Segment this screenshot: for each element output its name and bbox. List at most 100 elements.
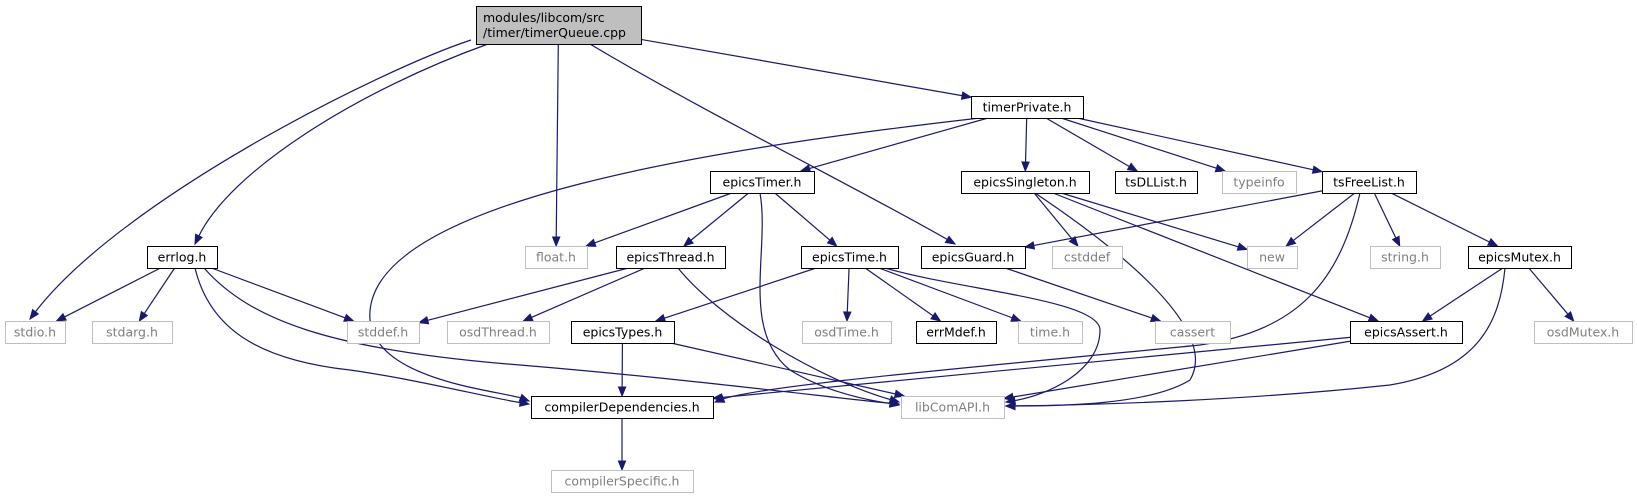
node-epicsTime[interactable]: epicsTime.h <box>801 246 899 269</box>
node-stddef: stddef.h <box>347 321 420 344</box>
node-osdMutex: osdMutex.h <box>1534 321 1633 344</box>
edge-epicsMutex-to-epicsAssert <box>1428 267 1504 318</box>
arrowhead-tsFreeList-to-epicsMutex <box>1486 237 1499 247</box>
node-box-errMdef <box>916 321 997 344</box>
node-stdarg: stdarg.h <box>92 321 173 344</box>
node-label-errMdef: errMdef.h <box>926 325 986 340</box>
node-timerPrivate[interactable]: timerPrivate.h <box>971 96 1084 119</box>
arrowhead-root-to-stdio <box>29 308 40 321</box>
node-errlog[interactable]: errlog.h <box>147 246 218 269</box>
edge-root-to-timerPrivate <box>640 38 965 97</box>
arrowhead-epicsTime-to-errMdef <box>930 311 942 322</box>
edge-tsFreeList-to-epicsGuard <box>1031 190 1323 247</box>
edge-epicsTime-to-epicsTypes <box>662 267 817 320</box>
edge-epicsTypes-to-libComAPI <box>670 342 898 395</box>
node-label-new: new <box>1259 250 1285 265</box>
node-cassert: cassert <box>1155 321 1231 344</box>
edge-epicsThread-to-osdThread <box>529 267 646 319</box>
edge-epicsAssert-to-libComAPI <box>1010 340 1351 398</box>
node-epicsAssert[interactable]: epicsAssert.h <box>1350 321 1463 344</box>
arrowhead-timerPrivate-to-tsFreeList <box>1311 165 1324 174</box>
node-box-osdThread <box>447 321 550 344</box>
node-label-time: time.h <box>1030 325 1070 340</box>
node-box-epicsTime <box>801 246 899 269</box>
node-box-libComAPI <box>901 396 1005 419</box>
edge-epicsTimer-to-epicsThread <box>688 192 749 243</box>
node-label-cassert: cassert <box>1170 325 1215 340</box>
arrowhead-epicsAssert-to-compilerDependencies <box>711 393 723 402</box>
arrowhead-timerPrivate-to-typeinfo <box>1214 163 1227 173</box>
node-box-stdarg <box>92 321 173 344</box>
arrowhead-tsFreeList-to-new <box>1285 236 1297 247</box>
node-osdTime: osdTime.h <box>802 321 892 344</box>
edge-tsFreeList-to-epicsMutex <box>1390 192 1492 244</box>
node-box-epicsSingleton <box>961 171 1090 194</box>
arrowhead-errlog-to-stdarg <box>138 310 149 323</box>
node-label-root-line-1: /timer/timerQueue.cpp <box>483 25 626 40</box>
arrowhead-epicsAssert-to-libComAPI <box>1002 392 1015 402</box>
arrowhead-compilerDependencies-to-compilerSpecific <box>617 460 627 472</box>
node-string: string.h <box>1370 246 1441 269</box>
node-box-cstddef <box>1052 246 1123 269</box>
node-box-tsDLList <box>1115 171 1198 194</box>
arrowhead-timerPrivate-to-epicsSingleton <box>1021 161 1030 173</box>
arrowhead-epicsThread-to-stddef <box>417 316 430 325</box>
node-epicsTypes[interactable]: epicsTypes.h <box>571 321 675 344</box>
edge-epicsTimer-to-float <box>592 192 732 245</box>
node-box-string <box>1370 246 1441 269</box>
edge-timerPrivate-to-epicsTimer <box>807 117 989 170</box>
arrowhead-epicsTimer-to-epicsTime <box>826 236 838 247</box>
node-epicsThread[interactable]: epicsThread.h <box>616 246 726 269</box>
edge-epicsThread-to-stddef <box>425 267 629 322</box>
arrowhead-tsFreeList-to-string <box>1391 235 1401 248</box>
node-tsFreeList[interactable]: tsFreeList.h <box>1322 171 1417 194</box>
node-label-string: string.h <box>1381 250 1429 265</box>
node-box-epicsGuard <box>921 246 1026 269</box>
node-label-float: float.h <box>536 250 576 265</box>
arrowhead-epicsMutex-to-libComAPI <box>1004 401 1016 411</box>
arrowhead-epicsTime-to-osdTime <box>842 311 852 323</box>
edge-errlog-to-libComAPI <box>203 267 893 404</box>
node-label-root-line-0: modules/libcom/src <box>483 10 605 25</box>
edge-epicsTimer-to-epicsTime <box>774 192 832 242</box>
node-box-cassert <box>1155 321 1231 344</box>
edge-epicsGuard-to-cassert <box>1004 267 1154 320</box>
node-box-osdTime <box>802 321 892 344</box>
node-epicsSingleton[interactable]: epicsSingleton.h <box>961 171 1090 194</box>
node-compilerDependencies[interactable]: compilerDependencies.h <box>531 396 714 419</box>
arrowhead-epicsTime-to-epicsTypes <box>654 313 667 323</box>
edge-timerPrivate-to-compilerDependencies <box>369 117 981 400</box>
node-box-float <box>525 246 588 269</box>
node-label-epicsTypes: epicsTypes.h <box>583 325 663 340</box>
edge-epicsMutex-to-osdMutex <box>1528 267 1570 317</box>
edge-timerPrivate-to-tsFreeList <box>1077 117 1316 171</box>
node-label-compilerSpecific: compilerSpecific.h <box>565 474 680 489</box>
node-box-root <box>476 6 642 45</box>
node-time: time.h <box>1018 321 1083 344</box>
arrowhead-epicsSingleton-to-cstddef <box>1068 235 1079 248</box>
node-label-epicsGuard: epicsGuard.h <box>932 250 1015 265</box>
node-label-stddef: stddef.h <box>358 325 408 340</box>
node-label-stdarg: stdarg.h <box>106 325 158 340</box>
node-label-osdThread: osdThread.h <box>459 325 537 340</box>
node-errMdef[interactable]: errMdef.h <box>916 321 997 344</box>
arrowhead-epicsTimer-to-float <box>584 238 597 247</box>
edge-root-to-stdio <box>33 39 472 314</box>
node-label-cstddef: cstddef <box>1064 250 1111 265</box>
edge-epicsSingleton-to-new <box>1061 192 1241 248</box>
edge-epicsThread-to-libComAPI <box>677 267 893 401</box>
node-epicsTimer[interactable]: epicsTimer.h <box>710 171 815 194</box>
node-label-epicsTime: epicsTime.h <box>812 250 887 265</box>
node-box-osdMutex <box>1534 321 1633 344</box>
edge-root-to-errlog <box>197 43 489 238</box>
node-epicsMutex[interactable]: epicsMutex.h <box>1468 246 1572 269</box>
node-tsDLList[interactable]: tsDLList.h <box>1115 171 1198 194</box>
node-root[interactable]: modules/libcom/src/timer/timerQueue.cpp <box>476 6 642 45</box>
node-epicsGuard[interactable]: epicsGuard.h <box>921 246 1026 269</box>
arrowhead-root-to-epicsGuard <box>944 235 957 245</box>
arrowhead-epicsMutex-to-osdMutex <box>1564 310 1575 323</box>
arrowhead-epicsTypes-to-compilerDependencies <box>617 386 627 398</box>
node-label-osdMutex: osdMutex.h <box>1547 325 1619 340</box>
node-label-epicsSingleton: epicsSingleton.h <box>973 175 1076 190</box>
node-compilerSpecific: compilerSpecific.h <box>551 470 694 493</box>
